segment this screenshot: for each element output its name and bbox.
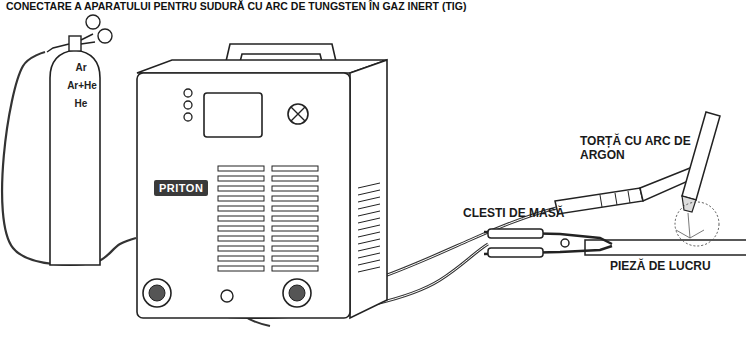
vent-slot [272,216,318,221]
side-vent [358,267,380,272]
vent-slot [272,226,318,231]
vent-slot [218,216,264,221]
vent-slot [218,206,264,211]
machine-top [137,60,387,73]
side-vent [358,190,380,195]
side-vent [358,260,380,265]
output-socket [283,279,311,307]
vent-slot [272,206,318,211]
vent-slot [218,196,264,201]
node-outline [45,8,115,270]
cylinder-valve [69,36,81,51]
regulator-body [81,34,95,44]
side-vent [358,211,380,216]
vent-slot [272,266,318,271]
machine-side [350,60,387,318]
vent-slot [218,166,264,171]
socket-core [149,285,165,301]
gas-label: Ar [75,62,86,73]
part-label: TORȚĂ CU ARC DE ARGON [580,134,692,162]
side-vent [358,218,380,223]
brand-label: PRITON [154,180,208,196]
vent-slot [272,186,318,191]
side-vent [358,204,380,209]
torch-handle [555,188,643,214]
side-vent [358,246,380,251]
gas-label: Ar+He [67,80,97,91]
arc-zone [675,202,719,246]
gas-socket [221,290,233,302]
vent-slot [272,236,318,241]
vent-slot [218,186,264,191]
torch-nozzle [682,196,696,212]
output-socket [143,279,171,307]
machine-front [137,73,350,318]
vent-slot [218,246,264,251]
gas-cylinder-node: ArAr+HeHe [45,8,115,270]
gas-cylinder [50,50,100,265]
clamp-grip [488,248,543,257]
vent-slot [218,256,264,261]
gas-label: He [75,98,88,109]
indicator-light [184,89,192,97]
socket-core [289,285,305,301]
side-vent [358,253,380,258]
indicator-light [184,113,192,121]
vent-slot [272,166,318,171]
clamp-pivot [561,239,569,247]
diagram-title: CONECTARE A APARATULUI PENTRU SUDURĂ CU … [6,0,466,12]
torch-grip-lines [600,191,630,207]
vent-slot [272,256,318,261]
display-screen [204,93,262,137]
pressure-gauge [86,15,100,29]
side-vent [358,239,380,244]
part-label: PIEZĂ DE LUCRU [610,259,744,273]
torch-head [682,112,720,200]
vent-slot [272,246,318,251]
vent-slot [272,176,318,181]
control-knob [288,104,308,124]
gas-outlet [47,44,69,52]
vent-slot [218,266,264,271]
flow-gauge [98,29,112,43]
clamp-grip [488,229,543,238]
vent-slot [218,176,264,181]
welding-machine-node: PRITON [132,38,394,323]
side-vent [358,197,380,202]
knob-mark [291,107,305,121]
vent-slot [218,236,264,241]
angle-marks [676,213,704,238]
indicator-light [184,101,192,109]
part-label: CLESTI DE MASĂ [463,206,603,220]
vent-slot [218,226,264,231]
side-vent [358,183,380,188]
side-vent [358,225,380,230]
vent-slot [272,196,318,201]
side-vent [358,232,380,237]
